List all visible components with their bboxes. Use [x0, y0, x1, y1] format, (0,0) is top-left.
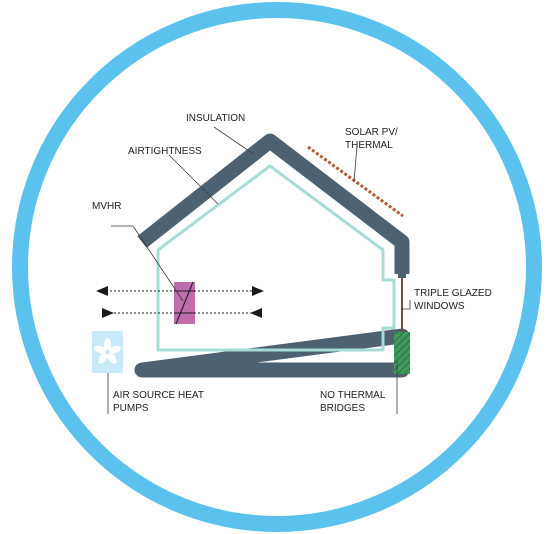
- extract-arrow-icon: [250, 308, 262, 318]
- windows-label-line2: WINDOWS: [414, 301, 465, 312]
- mvhr-label: MVHR: [92, 201, 121, 212]
- mvhr-cross: [175, 281, 194, 325]
- fan-icon: [92, 331, 123, 373]
- windows-label-line1: TRIPLE GLAZED: [414, 288, 492, 299]
- airtightness-layer: [156, 164, 396, 352]
- solar-label-line2: THERMAL: [345, 140, 393, 151]
- airtightness-label: AIRTIGHTNESS: [128, 146, 202, 157]
- thermal-label-line2: BRIDGES: [320, 403, 365, 414]
- supply-arrow-icon: [252, 286, 264, 296]
- intake-arrow-icon: [102, 308, 114, 318]
- solar-panel-icon: [307, 145, 404, 218]
- leader-lines: [107, 126, 411, 414]
- frame-ring: [12, 2, 542, 532]
- heat-pump-label-line1: AIR SOURCE HEAT: [113, 390, 204, 401]
- mvhr-leader: [111, 225, 184, 302]
- thermal-bridge-block: [394, 332, 410, 374]
- thermal-label-line1: NO THERMAL: [320, 390, 386, 401]
- window-head: [398, 274, 406, 278]
- heat-pump-label-line2: PUMPS: [113, 403, 149, 414]
- insulation-layer: [134, 133, 410, 378]
- airtightness-leader: [168, 154, 219, 205]
- solar-label-line1: SOLAR PV/: [345, 127, 398, 138]
- insulation-label: INSULATION: [186, 113, 245, 124]
- exhaust-arrow-icon: [96, 286, 108, 296]
- solar-leader: [353, 145, 358, 183]
- mvhr-airflow: [96, 286, 264, 318]
- windows-leader: [401, 300, 411, 310]
- insulation-leader: [213, 126, 253, 154]
